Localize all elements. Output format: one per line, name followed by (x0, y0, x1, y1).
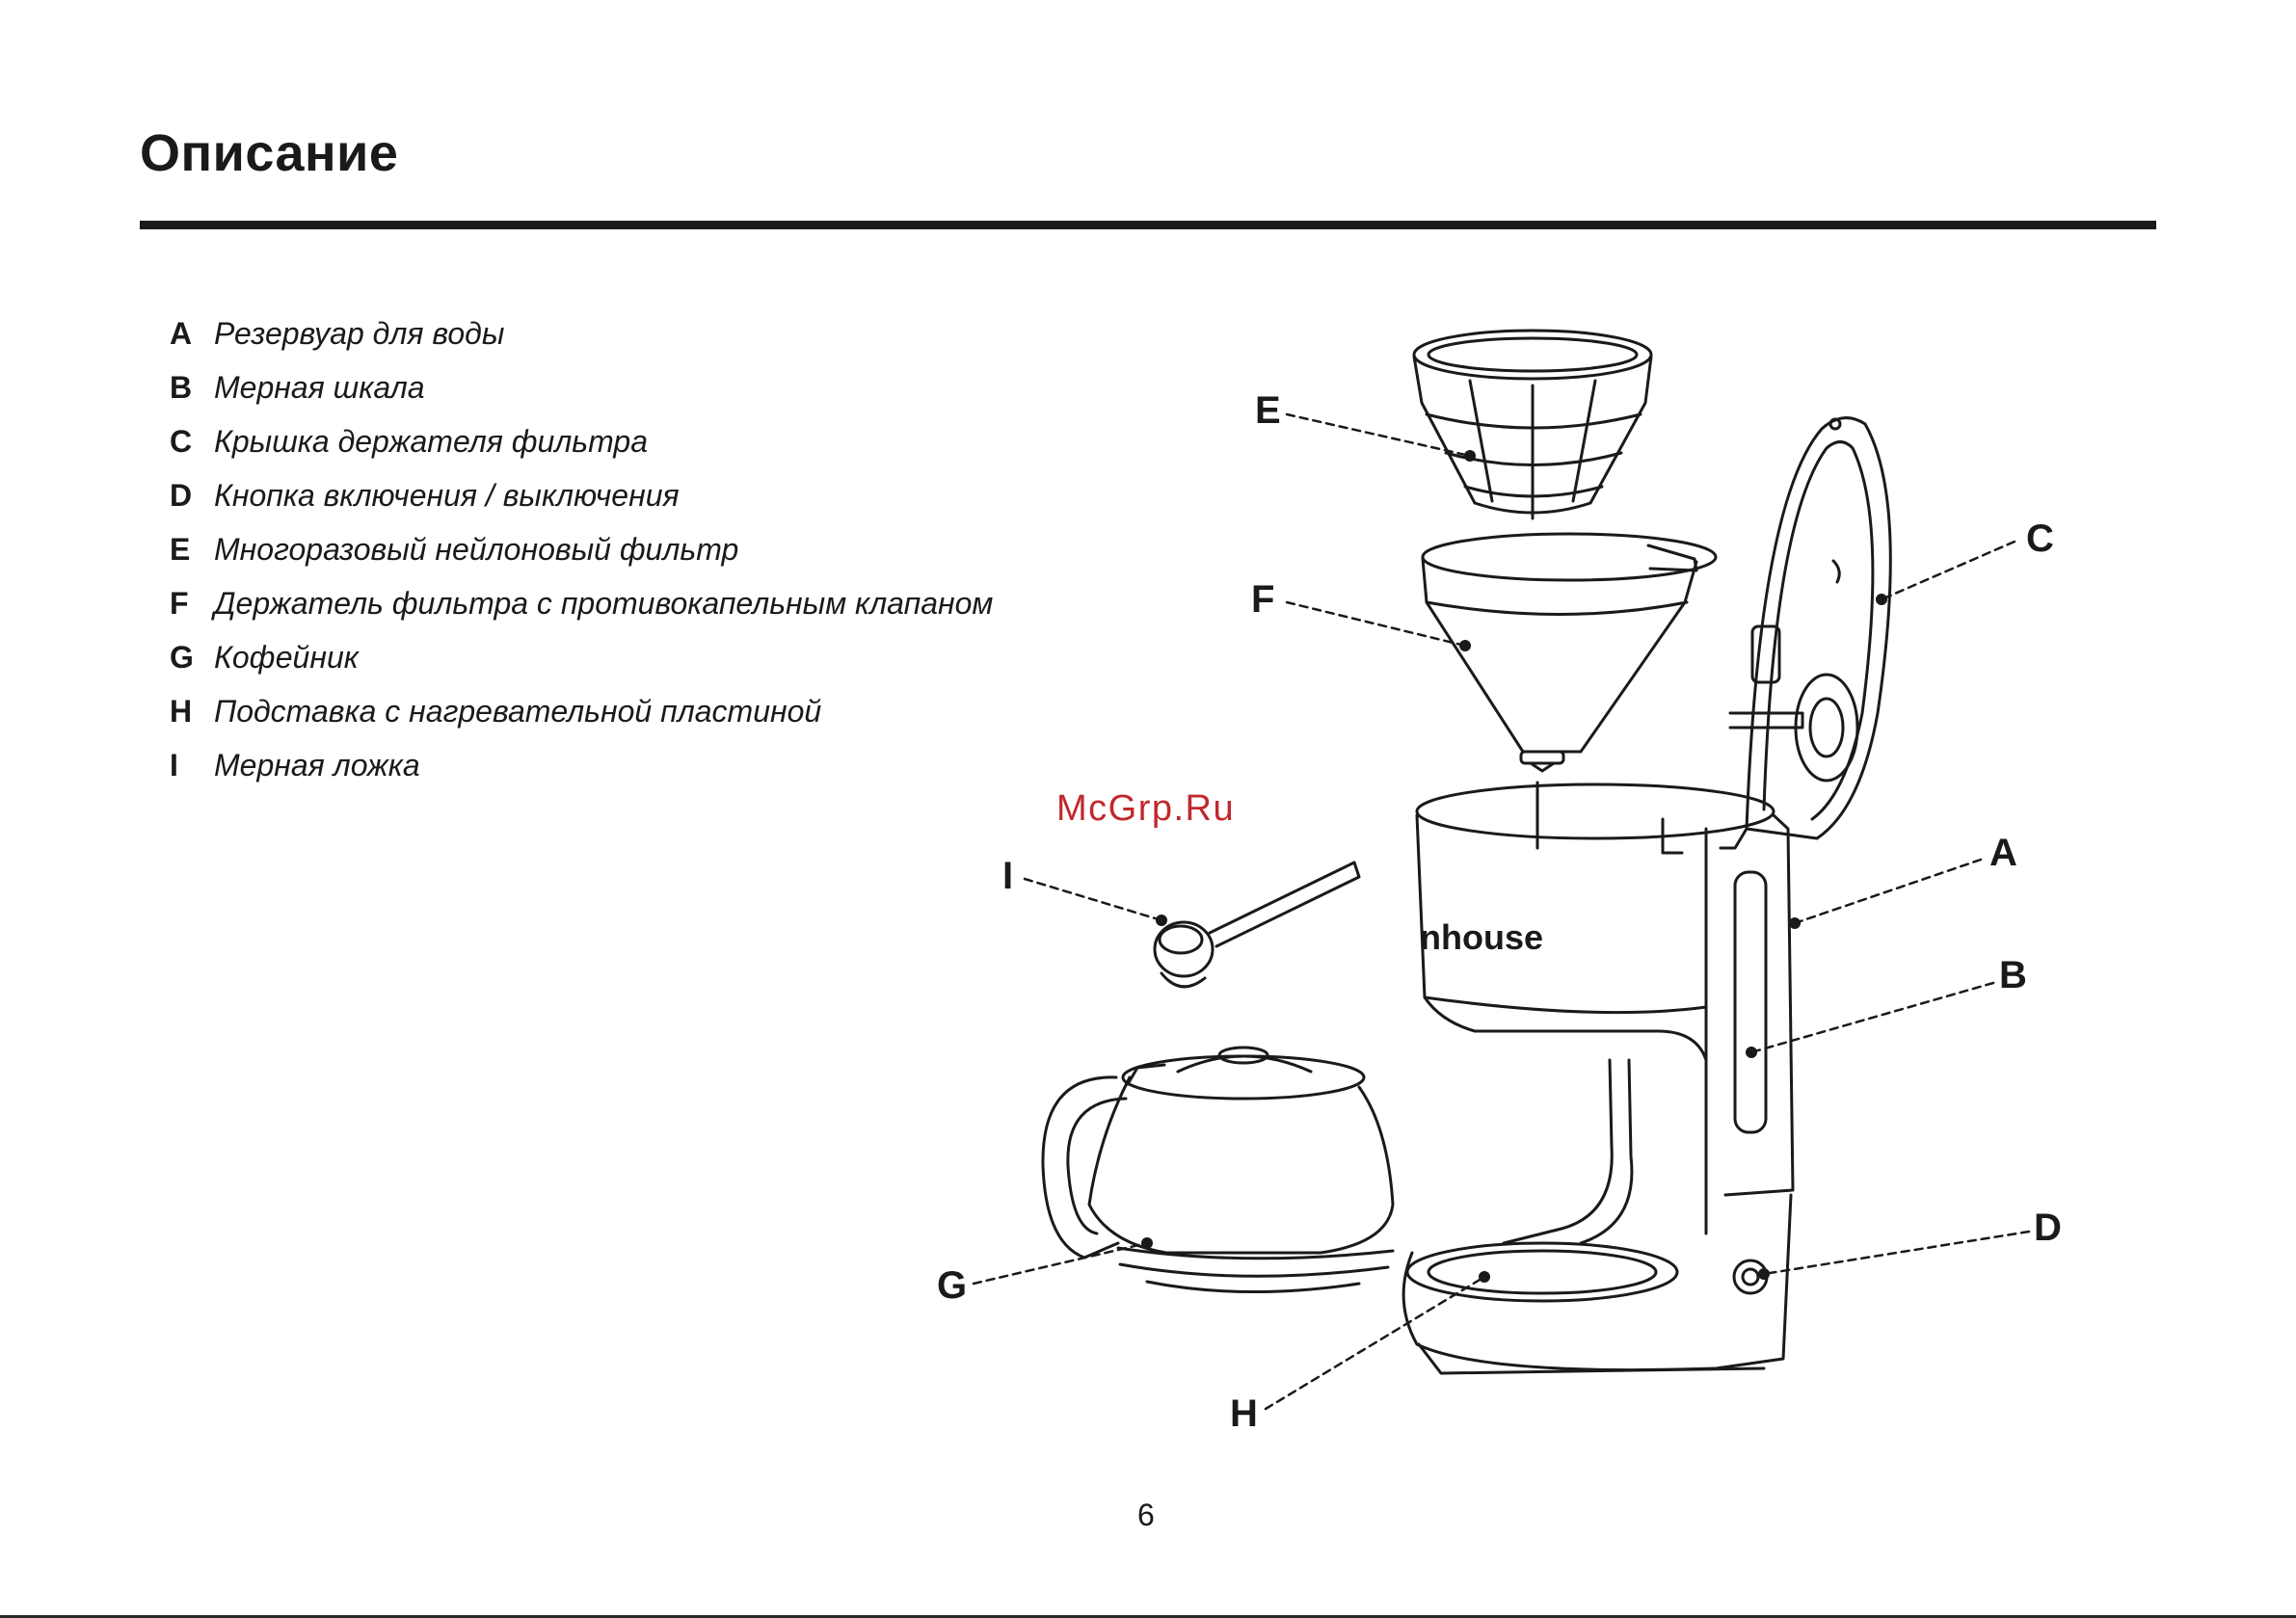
callout-label-d: D (2034, 1207, 2062, 1250)
callout-label-h: H (1230, 1393, 1258, 1436)
nylon-filter-drawing (1414, 331, 1651, 518)
callout-label-c: C (2026, 517, 2054, 561)
brand-logo-text: nhouse (1420, 917, 1543, 957)
page-number: 6 (1137, 1498, 1155, 1533)
callout-label-b: B (1999, 954, 2027, 997)
callout-label-i: I (1002, 855, 1013, 898)
callout-label-g: G (937, 1264, 967, 1308)
coffee-maker-body-drawing (1403, 782, 1793, 1373)
measuring-spoon-drawing (1155, 862, 1359, 987)
callout-label-f: F (1251, 578, 1274, 622)
lid-drawing (1721, 418, 1890, 848)
callout-label-a: A (1989, 832, 2017, 875)
callout-leader-lines (974, 414, 2029, 1409)
callout-label-e: E (1255, 389, 1281, 433)
callout-dots (1141, 450, 1887, 1283)
watermark: McGrp.Ru (1056, 788, 1235, 830)
filter-holder-drawing (1423, 534, 1716, 771)
